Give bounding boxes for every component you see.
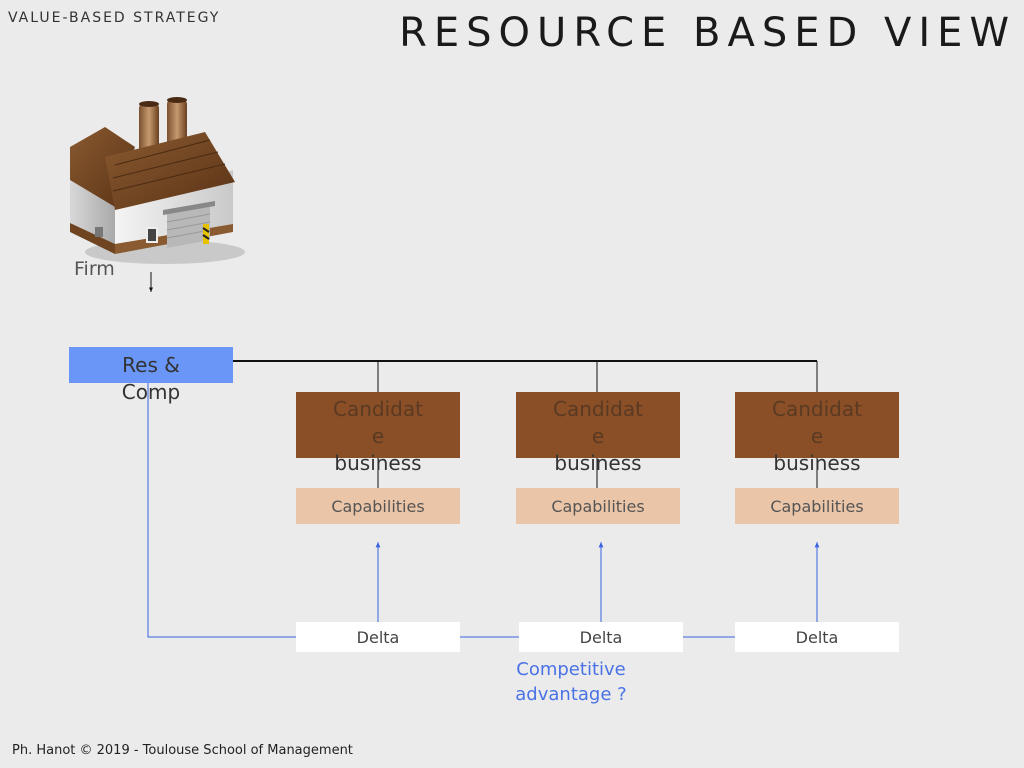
candidate-line1: Candidat: [772, 397, 862, 421]
candidate-business-box-1: [296, 392, 460, 458]
res-comp-box: [69, 347, 233, 383]
candidate-line2: e: [591, 424, 605, 448]
candidate-line2: e: [810, 424, 824, 448]
candidate-business-label-1: Candidat e business: [296, 396, 460, 477]
candidate-line3: business: [334, 451, 422, 475]
delta-box-2: Delta: [519, 622, 683, 652]
delta-box-3: Delta: [735, 622, 899, 652]
candidate-line3: business: [554, 451, 642, 475]
res-to-delta-arrow: [147, 383, 311, 640]
competitive-advantage-line2: advantage ?: [515, 684, 627, 705]
candidate-line2: e: [371, 424, 385, 448]
firm-label: Firm: [74, 258, 115, 280]
candidate-business-label-3: Candidat e business: [735, 396, 899, 477]
competitive-advantage-label: Competitive advantage ?: [496, 657, 646, 707]
capabilities-box-2: Capabilities: [516, 488, 680, 524]
candidate-business-box-2: [516, 392, 680, 458]
candidate-business-label-2: Candidat e business: [516, 396, 680, 477]
delta-box-1: Delta: [296, 622, 460, 652]
candidate-line1: Candidat: [333, 397, 423, 421]
res-comp-line1: Res &: [122, 353, 180, 377]
slide-subtitle: VALUE-BASED STRATEGY: [8, 10, 221, 26]
slide-footer: Ph. Hanot © 2019 - Toulouse School of Ma…: [12, 743, 353, 758]
res-comp-line2: Comp: [121, 380, 181, 404]
res-comp-label: Res & Comp: [69, 352, 233, 406]
competitive-advantage-line1: Competitive: [516, 659, 626, 680]
slide-title: RESOURCE BASED VIEW: [399, 10, 1016, 56]
candidate-business-box-3: [735, 392, 899, 458]
capabilities-box-1: Capabilities: [296, 488, 460, 524]
candidate-line3: business: [773, 451, 861, 475]
candidate-line1: Candidat: [553, 397, 643, 421]
factory-icon: [70, 97, 245, 264]
capabilities-box-3: Capabilities: [735, 488, 899, 524]
